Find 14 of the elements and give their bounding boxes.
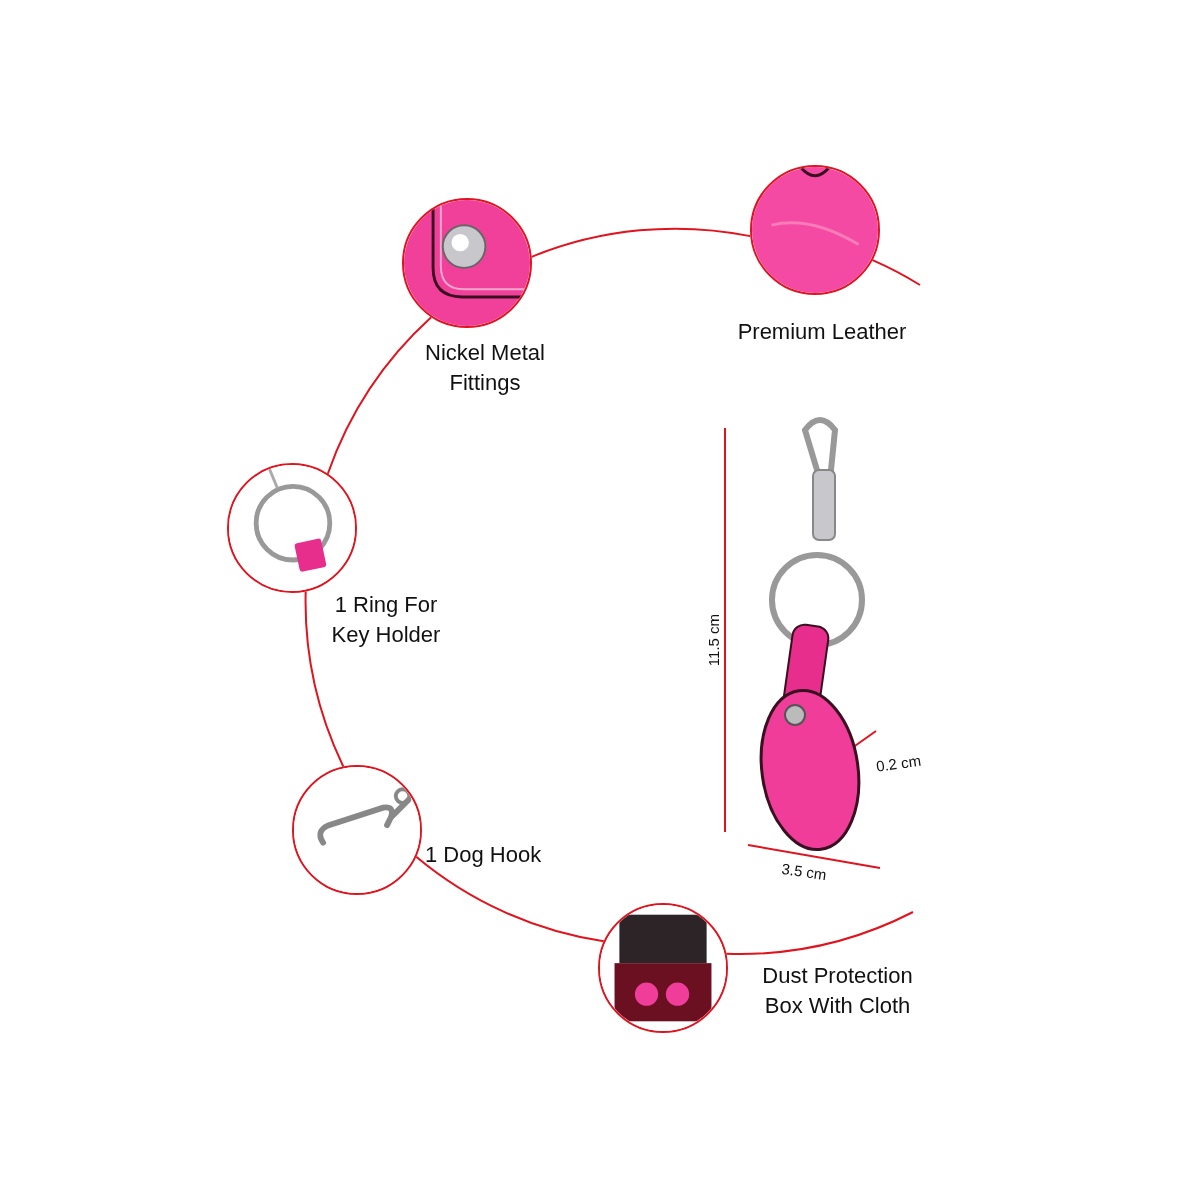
dimension-label: 0.2 cm [875, 751, 922, 775]
connector-arc [326, 316, 433, 475]
connector-arc [725, 911, 914, 955]
dimension-label: 3.5 cm [780, 860, 828, 884]
connector-arc [304, 590, 345, 768]
feature-caption: 1 Ring For Key Holder [330, 591, 442, 649]
feature-caption: Premium Leather [736, 318, 908, 346]
feature-caption: Nickel Metal Fittings [424, 339, 546, 397]
connector-arc [530, 227, 752, 258]
feature-caption: 1 Dog Hook [425, 841, 543, 869]
connector-arc [415, 855, 605, 943]
feature-caption: Dust Protection Box With Cloth [761, 962, 914, 1020]
dimension-label: 11.5 cm [705, 613, 722, 667]
connector-arc [871, 259, 921, 286]
